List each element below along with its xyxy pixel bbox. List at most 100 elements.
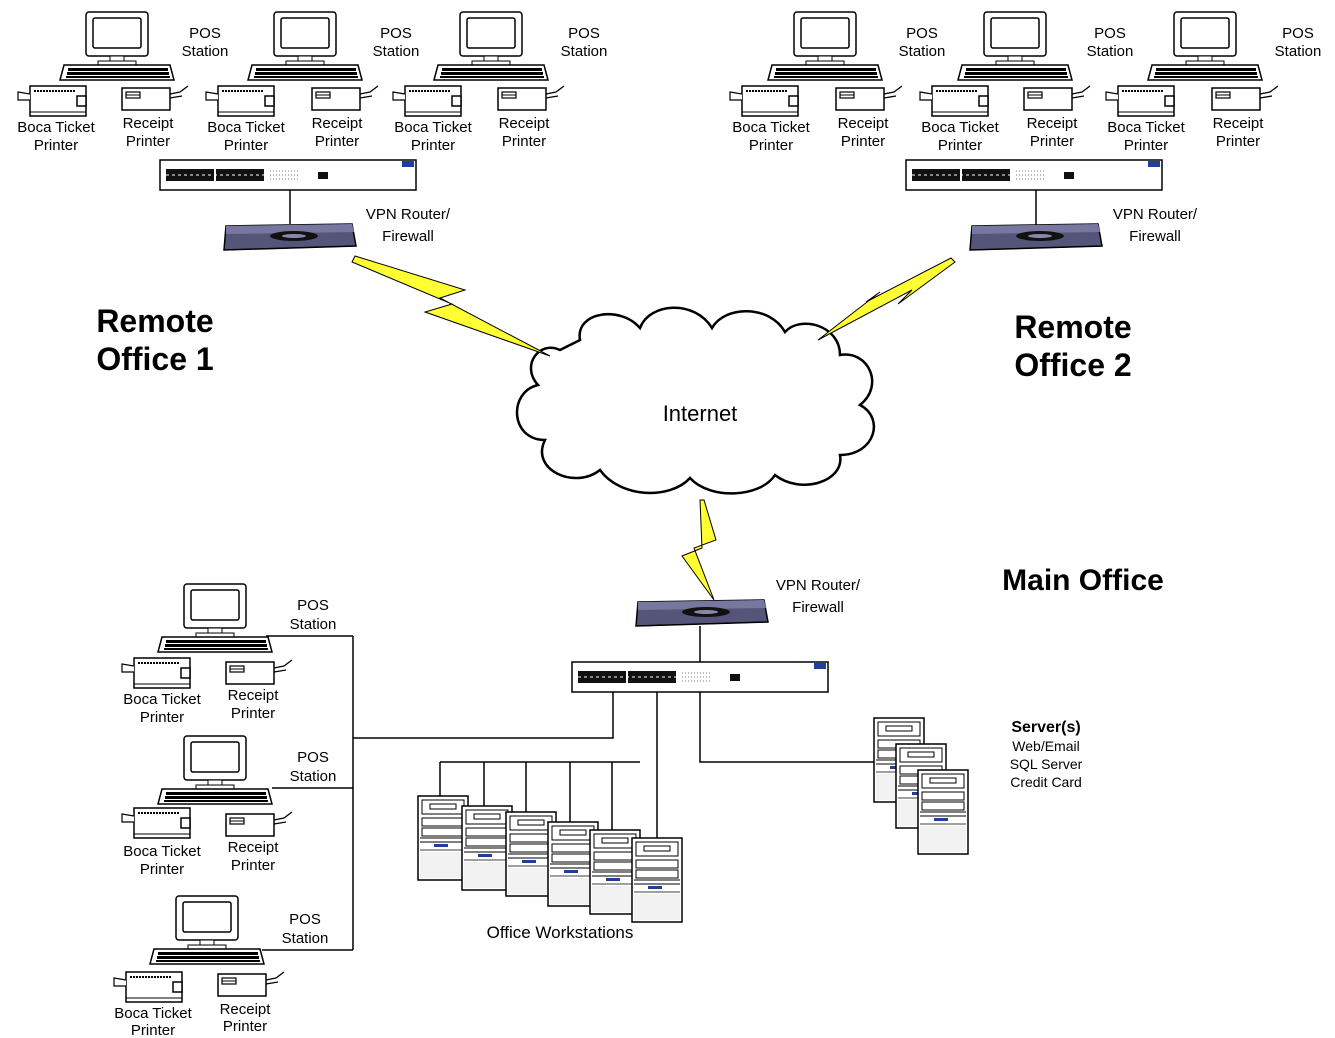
receipt-label-line1: Receipt <box>1213 115 1265 132</box>
boca-label-line1: Boca Ticket <box>921 119 999 136</box>
pos-label-line2: Station <box>373 43 420 60</box>
receipt-label-line2: Printer <box>502 133 546 150</box>
computer-with-keyboard-icon <box>433 11 549 81</box>
boca-label-line2: Printer <box>131 1022 175 1038</box>
receipt-label-line1: Receipt <box>228 839 280 856</box>
router-label-line1: VPN Router/ <box>366 206 451 223</box>
internet-label: Internet <box>663 401 738 426</box>
boca-label-line1: Boca Ticket <box>1107 119 1185 136</box>
boca-label-line1: Boca Ticket <box>123 691 201 708</box>
pos-label-line1: POS <box>906 25 938 42</box>
server-role: SQL Server <box>1010 756 1083 772</box>
main-office-title: Main Office <box>1002 564 1164 597</box>
ticket-printer-icon <box>919 85 989 117</box>
tower-server-icon <box>631 837 683 923</box>
receipt-label-line1: Receipt <box>123 115 175 132</box>
ticket-printer-icon <box>1105 85 1175 117</box>
receipt-printer-icon <box>497 85 565 111</box>
pos-station: POS Station <box>433 11 608 81</box>
receipt-printer: Receipt Printer <box>217 971 285 1035</box>
network-cabling <box>262 635 880 951</box>
boca-printer: Boca Ticket Printer <box>1105 85 1186 154</box>
receipt-printer-icon <box>1023 85 1091 111</box>
pos-label-line2: Station <box>1275 43 1322 60</box>
server-role: Web/Email <box>1012 738 1079 754</box>
computer-with-keyboard-icon <box>149 895 265 965</box>
boca-label-line1: Boca Ticket <box>123 843 201 860</box>
pos-label-line1: POS <box>1094 25 1126 42</box>
pos-station: POS Station <box>157 735 337 805</box>
servers-title: Server(s) <box>1011 719 1080 736</box>
remote-office-1: POS Station Boca Ticket Printer Receipt … <box>17 11 608 377</box>
boca-printer: Boca Ticket Printer <box>17 85 96 154</box>
vpn-router-icon <box>635 599 769 627</box>
receipt-printer-icon <box>225 659 293 685</box>
lightning-bolt-icon <box>351 255 551 357</box>
receipt-printer-icon <box>311 85 379 111</box>
boca-label-line2: Printer <box>411 137 455 154</box>
workstations-label: Office Workstations <box>487 923 634 942</box>
receipt-label-line2: Printer <box>223 1018 267 1035</box>
boca-printer: Boca Ticket Printer <box>113 971 193 1038</box>
receipt-label-line2: Printer <box>1030 133 1074 150</box>
lightning-bolt-icon <box>817 257 956 341</box>
computer-with-keyboard-icon <box>59 11 175 81</box>
boca-label-line2: Printer <box>34 137 78 154</box>
receipt-printer: Receipt Printer <box>835 85 903 150</box>
pos-label-line1: POS <box>289 911 321 928</box>
boca-label-line1: Boca Ticket <box>207 119 285 136</box>
office-title-line1: Remote <box>96 303 213 339</box>
computer-with-keyboard-icon <box>767 11 883 81</box>
pos-label-line1: POS <box>297 749 329 766</box>
office-title-line2: Office 2 <box>1014 347 1131 383</box>
boca-printer: Boca Ticket Printer <box>121 657 202 726</box>
ticket-printer-icon <box>121 657 191 689</box>
boca-label-line2: Printer <box>749 137 793 154</box>
remote-office-2: POS Station Boca Ticket Printer Receipt … <box>729 11 1322 383</box>
computer-with-keyboard-icon <box>1147 11 1263 81</box>
receipt-printer: Receipt Printer <box>311 85 379 150</box>
ticket-printer-icon <box>729 85 799 117</box>
pos-station: POS Station <box>149 895 329 965</box>
office-title-line1: Remote <box>1014 309 1131 345</box>
internet: Internet <box>515 306 876 495</box>
vpn-router-icon <box>969 223 1103 251</box>
pos-label-line2: Station <box>899 43 946 60</box>
router-label-line1: VPN Router/ <box>776 577 861 594</box>
receipt-label-line2: Printer <box>841 133 885 150</box>
pos-station: POS Station <box>247 11 420 81</box>
receipt-printer: Receipt Printer <box>225 811 293 874</box>
router-label-line2: Firewall <box>382 228 434 245</box>
pos-label-line1: POS <box>189 25 221 42</box>
ticket-printer-icon <box>392 85 462 117</box>
pos-station: POS Station <box>1147 11 1322 81</box>
boca-printer: Boca Ticket Printer <box>205 85 286 154</box>
ticket-printer-icon <box>121 807 191 839</box>
pos-label-line1: POS <box>568 25 600 42</box>
pos-station: POS Station <box>59 11 228 81</box>
receipt-printer: Receipt Printer <box>1211 85 1279 150</box>
network-switch-icon <box>571 661 829 693</box>
pos-station: POS Station <box>957 11 1133 81</box>
pos-label-line2: Station <box>282 930 329 947</box>
ticket-printer-icon <box>17 85 87 117</box>
receipt-printer: Receipt Printer <box>121 85 189 150</box>
receipt-label-line1: Receipt <box>499 115 551 132</box>
receipt-label-line1: Receipt <box>220 1001 272 1018</box>
pos-label-line2: Station <box>561 43 608 60</box>
receipt-label-line2: Printer <box>315 133 359 150</box>
receipt-printer-icon <box>217 971 285 997</box>
pos-label-line1: POS <box>380 25 412 42</box>
network-switch-icon <box>905 159 1163 191</box>
boca-printer: Boca Ticket Printer <box>729 85 811 154</box>
receipt-label-line1: Receipt <box>1027 115 1079 132</box>
pos-station: POS Station <box>767 11 946 81</box>
receipt-printer-icon <box>835 85 903 111</box>
ticket-printer-icon <box>205 85 275 117</box>
receipt-printer-icon <box>121 85 189 111</box>
pos-station: POS Station <box>157 583 336 653</box>
vpn-router-icon <box>223 223 357 251</box>
pos-label-line2: Station <box>290 768 337 785</box>
boca-label-line1: Boca Ticket <box>114 1005 192 1022</box>
